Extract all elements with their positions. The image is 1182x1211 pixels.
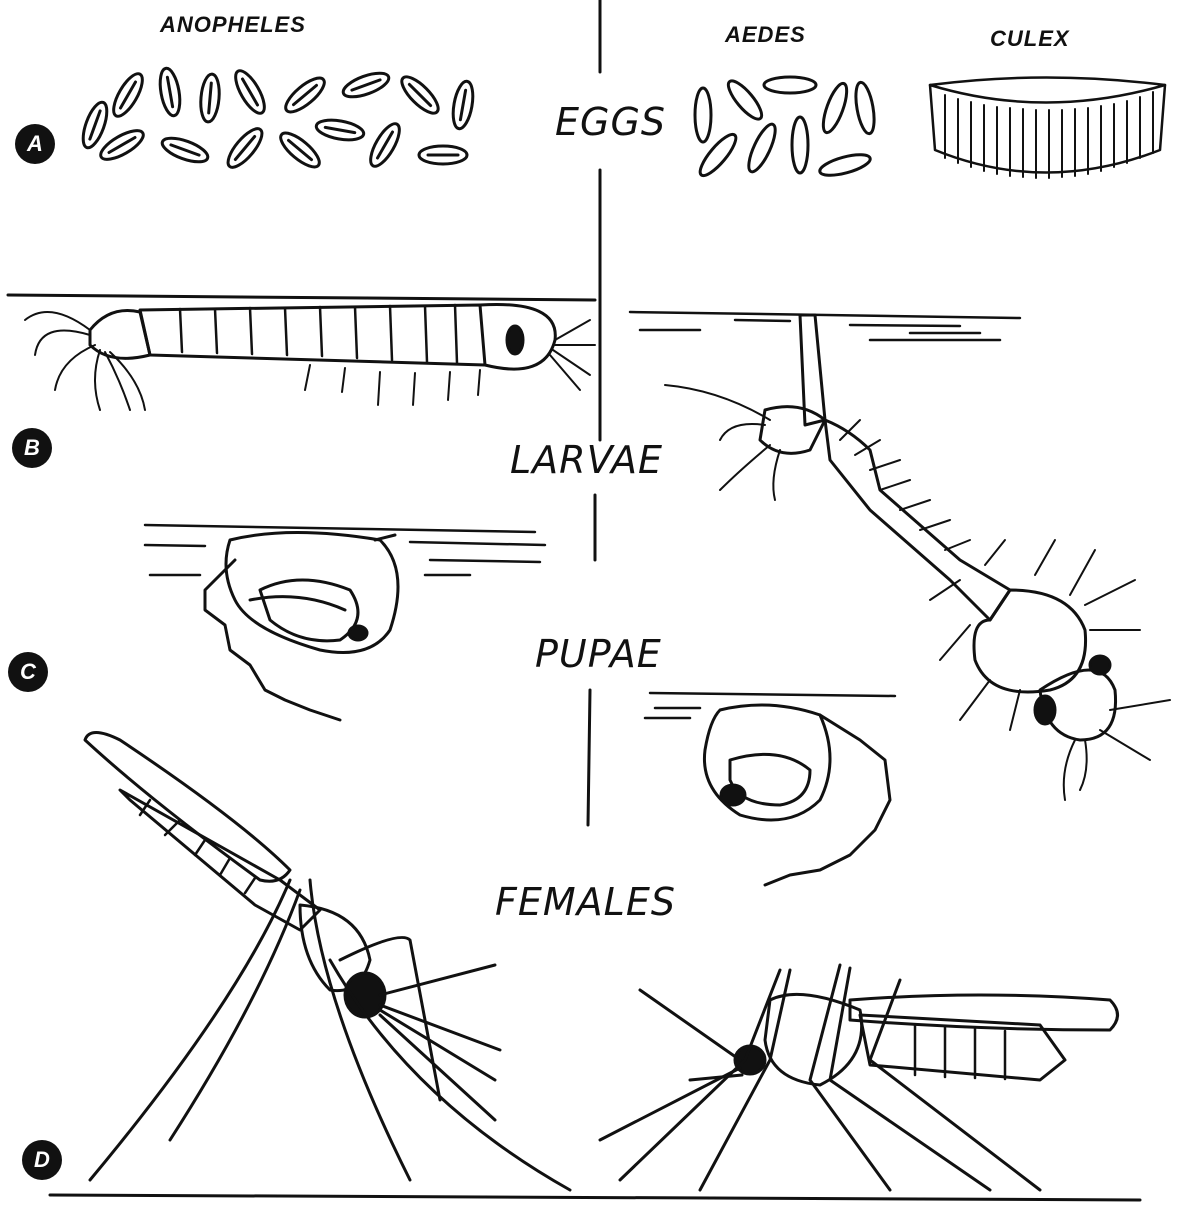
anopheles-female (85, 733, 570, 1191)
row-marker-a: A (15, 124, 55, 164)
row-marker-b: B (12, 428, 52, 468)
genus-label-culex: CULEX (990, 26, 1070, 52)
culex-pupa (645, 693, 895, 885)
stage-label-pupae: PUPAE (535, 632, 662, 676)
row-marker-c: C (8, 652, 48, 692)
anopheles-eggs (78, 67, 476, 173)
aedes-eggs (695, 76, 877, 180)
stage-label-females: FEMALES (495, 880, 676, 924)
anopheles-pupa (145, 525, 545, 720)
ground-line (50, 1195, 1140, 1200)
genus-label-aedes: AEDES (725, 22, 806, 48)
genus-label-anopheles: ANOPHELES (160, 12, 306, 38)
anopheles-larva (8, 295, 595, 410)
row-marker-d: D (22, 1140, 62, 1180)
stage-label-eggs: EGGS (555, 100, 666, 144)
culex-female (600, 965, 1118, 1190)
stage-label-larvae: LARVAE (510, 438, 663, 482)
culex-egg-raft (930, 78, 1165, 179)
